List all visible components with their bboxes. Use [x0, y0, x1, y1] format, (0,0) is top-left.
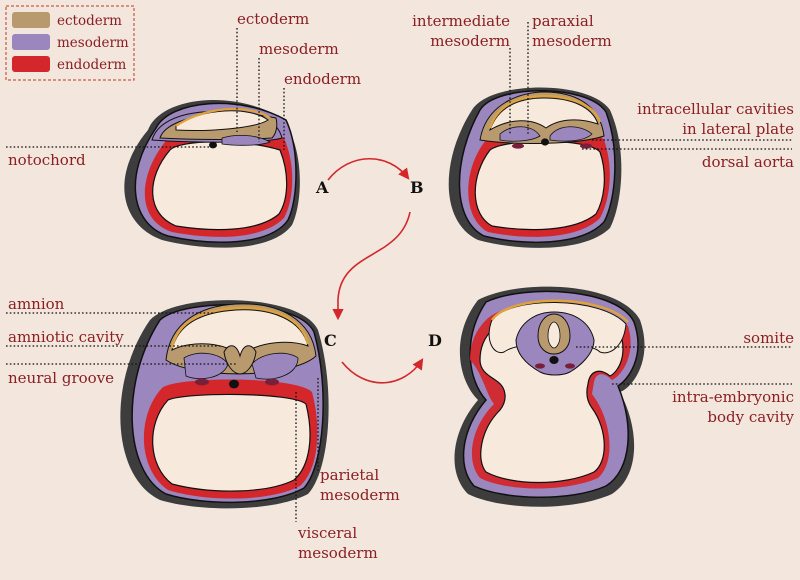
label-paraxial-line2: mesoderm [532, 32, 612, 50]
label-intra-embryonic-line2: body cavity [707, 408, 794, 426]
label-paraxial-line1: paraxial [532, 12, 594, 30]
label-parietal-line1: parietal [320, 466, 379, 484]
pointer-lines [6, 22, 792, 522]
label-amnion: amnion [8, 295, 65, 313]
legend-swatch-ectoderm [12, 12, 50, 28]
label-cavities-line1: intracellular cavities [637, 100, 794, 118]
legend-label-ectoderm: ectoderm [57, 13, 122, 29]
label-somite: somite [743, 329, 794, 347]
arrow-c-to-d [341, 358, 424, 384]
progression-arrows [327, 158, 424, 384]
label-parietal-line2: mesoderm [320, 486, 400, 504]
embryo-stage-d [454, 286, 645, 507]
label-visceral-line1: visceral [297, 524, 357, 542]
arrow-a-to-b [327, 158, 410, 181]
label-intermediate-line1: intermediate [412, 12, 510, 30]
label-endoderm: endoderm [284, 70, 361, 88]
step-label-d: D [428, 331, 442, 350]
legend-label-mesoderm: mesoderm [57, 35, 129, 51]
step-label-b: B [410, 178, 424, 197]
legend-swatch-endoderm [12, 56, 50, 72]
embryo-stage-c [120, 300, 329, 509]
label-intra-embryonic-line1: intra-embryonic [672, 388, 794, 406]
label-amniotic-cavity: amniotic cavity [8, 328, 124, 346]
label-neural-groove: neural groove [8, 369, 114, 387]
label-visceral-line2: mesoderm [298, 544, 378, 562]
embryo-stage-a [124, 100, 300, 248]
arrow-b-to-c [332, 211, 411, 321]
step-label-c: C [324, 331, 337, 350]
legend-label-endoderm: endoderm [57, 57, 127, 73]
step-label-a: A [315, 178, 329, 197]
label-intermediate-line2: mesoderm [430, 32, 510, 50]
label-mesoderm: mesoderm [259, 40, 339, 58]
legend-swatch-mesoderm [12, 34, 50, 50]
annotation-labels: ectoderm mesoderm endoderm notochord int… [8, 10, 795, 562]
label-notochord: notochord [8, 151, 86, 169]
embryo-stage-b [448, 87, 622, 248]
legend: ectoderm mesoderm endoderm [5, 5, 135, 81]
label-ectoderm: ectoderm [237, 10, 309, 28]
label-dorsal-aorta: dorsal aorta [702, 153, 794, 171]
label-cavities-line2: in lateral plate [682, 120, 794, 138]
